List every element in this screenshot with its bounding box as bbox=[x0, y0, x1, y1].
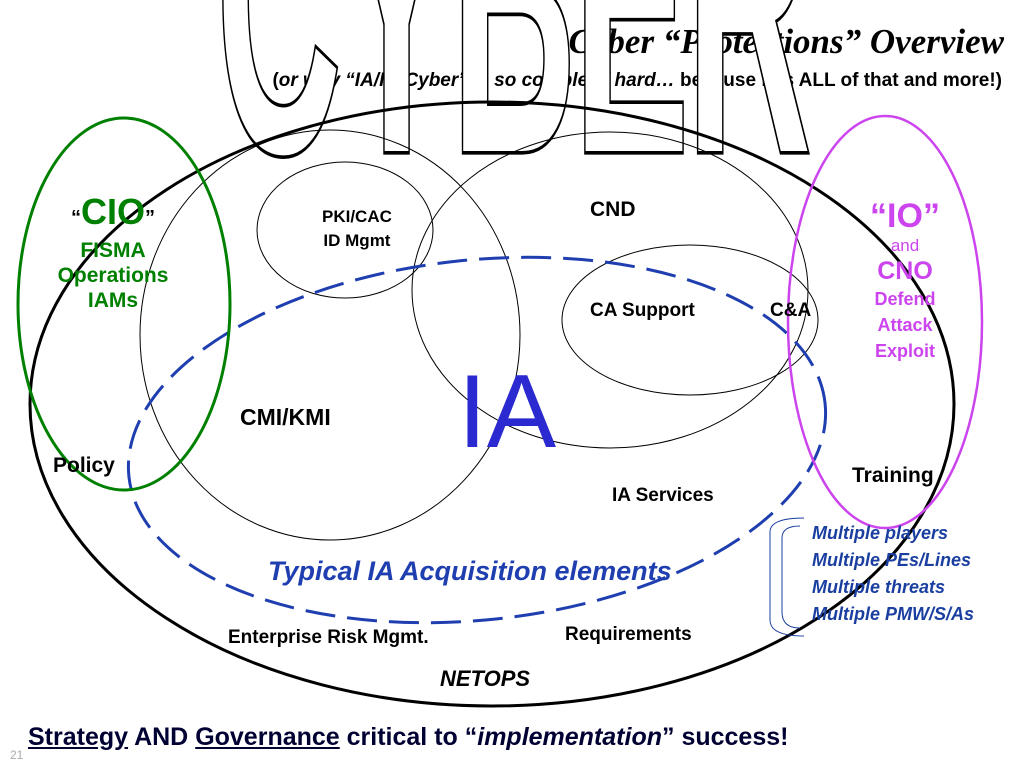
footer-implementation: implementation bbox=[477, 723, 662, 751]
players-item-4: Multiple PMW/S/As bbox=[812, 604, 974, 624]
pki-ellipse bbox=[256, 161, 434, 299]
cmi-kmi-label: CMI/KMI bbox=[240, 404, 331, 430]
cyber-background-word: “CYBER” bbox=[132, 0, 892, 250]
cio-ellipse bbox=[16, 116, 232, 492]
io-item-exploit: Exploit bbox=[874, 341, 935, 361]
ia-center-label: IA bbox=[458, 354, 557, 470]
cnd-label: CND bbox=[590, 198, 636, 221]
players-item-1: Multiple players bbox=[812, 523, 949, 543]
footer-critical: critical to “ bbox=[339, 723, 478, 751]
ia-services-label: IA Services bbox=[612, 485, 714, 506]
outer-ellipse bbox=[28, 100, 956, 708]
ca-support-label: CA Support bbox=[590, 300, 695, 321]
pki-line-2: ID Mgmt bbox=[323, 231, 391, 250]
io-cno: CNO bbox=[877, 257, 933, 285]
pki-line-1: PKI/CAC bbox=[322, 207, 392, 226]
cio-item-iams: IAMs bbox=[87, 289, 139, 312]
acquisition-label: Typical IA Acquisition elements bbox=[268, 556, 672, 586]
cio-group: “CIO” FISMA Operations IAMs bbox=[28, 192, 198, 313]
page-number: 21 bbox=[10, 748, 24, 762]
footer-governance: Governance bbox=[195, 723, 340, 751]
subtitle-rest: because it is ALL of that and more!) bbox=[674, 70, 1002, 91]
netops-label: NETOPS bbox=[440, 666, 531, 691]
ca-ellipse bbox=[561, 244, 819, 396]
policy-label: Policy bbox=[53, 454, 115, 477]
players-bracket-inner bbox=[781, 525, 801, 629]
players-item-3: Multiple threats bbox=[812, 577, 946, 597]
cio-quote-open: “ bbox=[70, 207, 81, 229]
io-group: “IO” and CNO Defend Attack Exploit bbox=[842, 196, 968, 364]
cnd-ellipse bbox=[411, 131, 809, 449]
subtitle-italic: or why “IA/IO/Cyber” is so complex / har… bbox=[278, 70, 675, 91]
io-item-defend: Defend bbox=[874, 289, 936, 309]
cio-title: “CIO” bbox=[28, 192, 198, 238]
io-title: “IO” bbox=[870, 197, 940, 235]
io-and: and bbox=[890, 236, 920, 255]
cio-quote-close: ” bbox=[145, 207, 155, 229]
players-bracket bbox=[769, 517, 805, 637]
cmi-ellipse bbox=[139, 129, 521, 541]
requirements-label: Requirements bbox=[565, 624, 692, 645]
footer-and: AND bbox=[128, 723, 196, 751]
subtitle-open: ( bbox=[272, 70, 279, 91]
players-item-2: Multiple PEs/Lines bbox=[812, 550, 972, 570]
enterprise-risk-label: Enterprise Risk Mgmt. bbox=[228, 627, 429, 648]
io-ellipse bbox=[786, 114, 984, 530]
cio-item-fisma: FISMA bbox=[80, 239, 146, 262]
cio-item-operations: Operations bbox=[57, 264, 169, 287]
footer-success: ” success! bbox=[662, 723, 789, 751]
cio-title-text: CIO bbox=[80, 191, 145, 232]
page-title: Cyber “Protections” Overview bbox=[568, 22, 1004, 61]
players-list: Multiple players Multiple PEs/Lines Mult… bbox=[812, 520, 974, 628]
footer-statement: Strategy AND Governance critical to “imp… bbox=[28, 723, 788, 752]
ia-acquisition-ellipse bbox=[126, 255, 828, 625]
io-item-attack: Attack bbox=[877, 315, 933, 335]
c-and-a-label: C&A bbox=[770, 300, 812, 321]
pki-label: PKI/CAC ID Mgmt bbox=[322, 205, 392, 253]
training-label: Training bbox=[852, 464, 934, 487]
footer-strategy: Strategy bbox=[28, 723, 129, 751]
page-subtitle: (or why “IA/IO/Cyber” is so complex / ha… bbox=[272, 70, 1002, 92]
